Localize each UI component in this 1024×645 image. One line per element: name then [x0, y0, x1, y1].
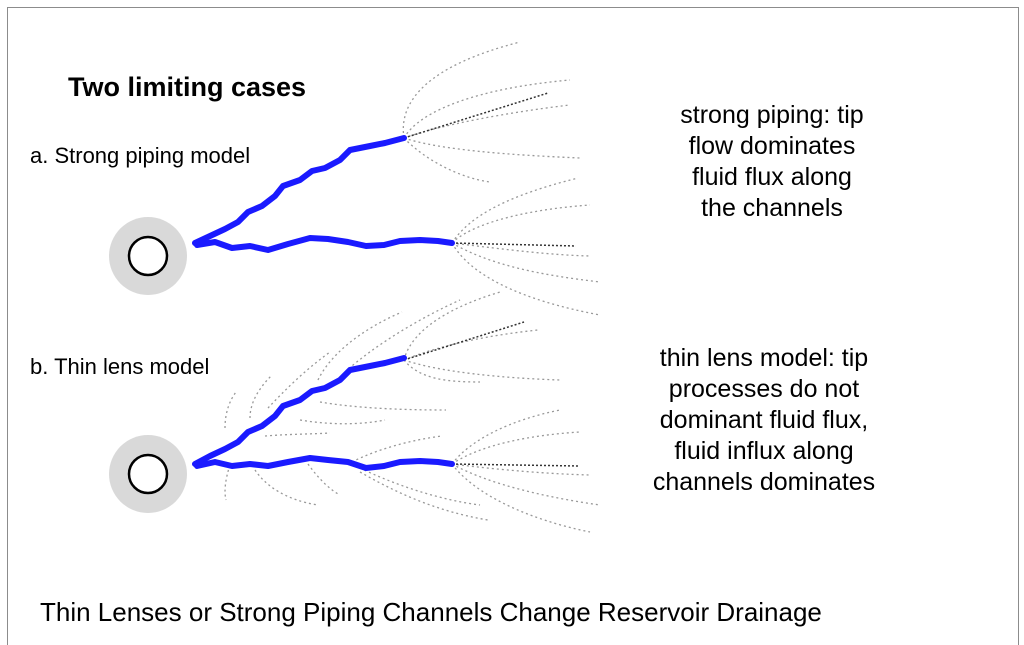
case-b-label: b. Thin lens model — [30, 354, 210, 379]
case-a-note: strong piping: tip flow dominates fluid … — [680, 101, 864, 222]
case-a-lower-tip-fractures — [451, 177, 601, 316]
case-a-lower-channel — [194, 235, 455, 253]
case-a-borehole — [127, 235, 169, 277]
case-a-diagram — [109, 41, 601, 316]
case-b-lower-tip-fractures — [451, 409, 601, 533]
case-a-upper-tip-fractures — [402, 41, 581, 183]
slide-title: Two limiting cases — [68, 72, 307, 102]
case-b-borehole — [127, 453, 169, 495]
case-b-lower-tip-flow-line — [451, 463, 579, 467]
case-a-upper-tip-flow-line — [403, 92, 549, 139]
case-a-label: a. Strong piping model — [30, 143, 251, 168]
case-b-side-fractures — [224, 299, 489, 521]
case-a-lower-tip-flow-line — [451, 242, 577, 247]
case-b-upper-channel — [192, 355, 407, 467]
slide-frame — [7, 7, 1019, 645]
case-b-note: thin lens model: tip processes do not do… — [652, 344, 876, 496]
case-b-diagram — [109, 291, 601, 533]
case-a-upper-channel — [192, 135, 407, 246]
slide-caption: Thin Lenses or Strong Piping Channels Ch… — [40, 597, 822, 627]
case-b-upper-tip-flow-line — [403, 321, 525, 361]
case-b-upper-tip-fractures — [403, 291, 561, 383]
case-b-lower-channel — [194, 455, 455, 471]
